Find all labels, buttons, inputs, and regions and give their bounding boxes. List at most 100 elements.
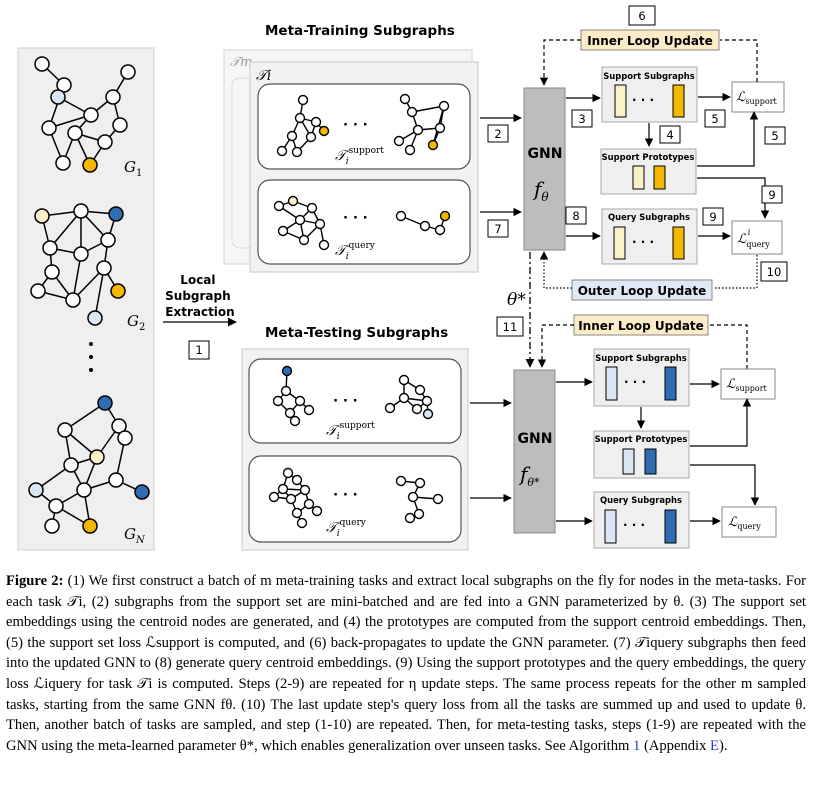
graph-node: [44, 264, 60, 280]
caption-text: (1) We first construct a batch of m meta…: [6, 573, 810, 754]
graph-node: [41, 120, 57, 136]
graph-node: [56, 77, 72, 93]
sg-test-support-2: [384, 374, 434, 420]
svg-text:· · ·: · · ·: [623, 518, 645, 532]
svg-text:· · ·: · · ·: [343, 117, 368, 133]
graph-node: [414, 384, 426, 396]
graph-node: [427, 139, 439, 151]
graph-node: [434, 224, 446, 236]
algorithm-ref[interactable]: 1: [633, 737, 641, 754]
svg-text:GNN: GNN: [528, 146, 563, 162]
input-graphs: [28, 56, 150, 534]
graph-node: [384, 402, 396, 414]
graph-node: [414, 477, 426, 489]
graph-node: [291, 146, 303, 158]
graph-node: [82, 518, 98, 534]
caption-end: ).: [718, 737, 728, 754]
graph-node: [63, 457, 79, 473]
svg-text:· · ·: · · ·: [343, 210, 368, 226]
svg-text:· · ·: · · ·: [333, 487, 358, 503]
graph-node: [318, 125, 330, 137]
graph-node: [34, 208, 50, 224]
graph-node: [303, 404, 315, 416]
graph-node: [277, 483, 289, 495]
graph-node: [305, 131, 317, 143]
graph-node: [120, 64, 136, 80]
graph-node: [287, 195, 299, 207]
graph-node: [67, 125, 83, 141]
graph-g1: [34, 56, 136, 173]
graph-label-g1: G1: [124, 158, 142, 179]
step-9b: 9: [709, 210, 716, 224]
svg-text:Inner Loop Update: Inner Loop Update: [587, 34, 713, 48]
graph-node: [311, 505, 323, 517]
theta-star-label: θ*: [507, 290, 526, 310]
svg-text:· · ·: · · ·: [333, 393, 358, 409]
svg-text:Outer Loop Update: Outer Loop Update: [578, 284, 707, 298]
graph-node: [318, 239, 330, 251]
graph-node: [108, 206, 124, 222]
graph-node: [83, 107, 99, 123]
svg-text:ℒqueryi: ℒqueryi: [737, 228, 770, 249]
graph-node: [413, 508, 425, 520]
graph-node: [303, 498, 315, 510]
svg-text:Inner Loop Update: Inner Loop Update: [578, 319, 704, 333]
graph-node: [273, 200, 285, 212]
step-4: 4: [666, 128, 673, 142]
step-8: 8: [572, 209, 579, 223]
graph-node: [112, 117, 128, 133]
support-prototypes-panel-train: [600, 148, 697, 195]
graph-node: [30, 283, 46, 299]
graph-node: [398, 392, 410, 404]
local-extraction-label: Local Subgraph Extraction: [165, 273, 235, 319]
graph-node: [310, 116, 322, 128]
graph-node: [407, 491, 419, 503]
caption-middle: (Appendix: [640, 737, 711, 754]
graph-node: [268, 491, 280, 503]
graph-node: [284, 407, 296, 419]
subgraph-drawings: [268, 93, 451, 529]
graph-g2: [30, 203, 126, 326]
graph-node: [285, 493, 297, 505]
loss-support-box-train: [731, 81, 785, 113]
step-10: 10: [767, 265, 782, 279]
meta-learning-diagram: G1 G2 GN Local Subgraph Extraction 1 Met…: [17, 5, 788, 551]
graph-node: [291, 507, 303, 519]
graph-node: [411, 403, 423, 415]
sg-test-support-1: [272, 365, 315, 427]
graph-node: [404, 512, 416, 524]
outer-loop-label: [571, 279, 713, 301]
support-set-box-train: [257, 83, 471, 170]
support-prototypes-panel-test: [593, 430, 690, 479]
graph-node: [73, 246, 89, 262]
graph-node: [89, 449, 105, 465]
graph-node: [291, 474, 303, 486]
caption-label: Figure 2:: [6, 573, 64, 589]
graph-node: [76, 482, 92, 498]
graph-node: [406, 106, 418, 118]
graph-node: [28, 482, 44, 498]
svg-text:· · ·: · · ·: [632, 93, 654, 107]
svg-text:ℒquery: ℒquery: [728, 515, 761, 531]
sg-train-query-1: [273, 195, 330, 251]
step-5a: 5: [711, 112, 718, 126]
appendix-ref[interactable]: E: [710, 737, 719, 754]
input-graphs-panel: [17, 47, 155, 551]
graph-node: [419, 220, 431, 232]
step-2: 2: [494, 127, 501, 141]
meta-testing-title: Meta-Testing Subgraphs: [265, 325, 448, 341]
graph-node: [294, 214, 306, 226]
step-7: 7: [494, 222, 501, 236]
graph-node: [439, 210, 451, 222]
step-5b: 5: [771, 129, 778, 143]
svg-text:GNN: GNN: [518, 431, 553, 447]
svg-text:Support Subgraphs: Support Subgraphs: [595, 353, 687, 363]
graph-node: [108, 472, 124, 488]
svg-text:· · ·: · · ·: [632, 235, 654, 249]
graph-node: [280, 385, 292, 397]
graph-node: [412, 124, 424, 136]
graph-node: [422, 408, 434, 420]
svg-text:𝒯m: 𝒯m: [230, 55, 252, 70]
graph-node: [286, 130, 298, 142]
graph-node: [50, 89, 66, 105]
